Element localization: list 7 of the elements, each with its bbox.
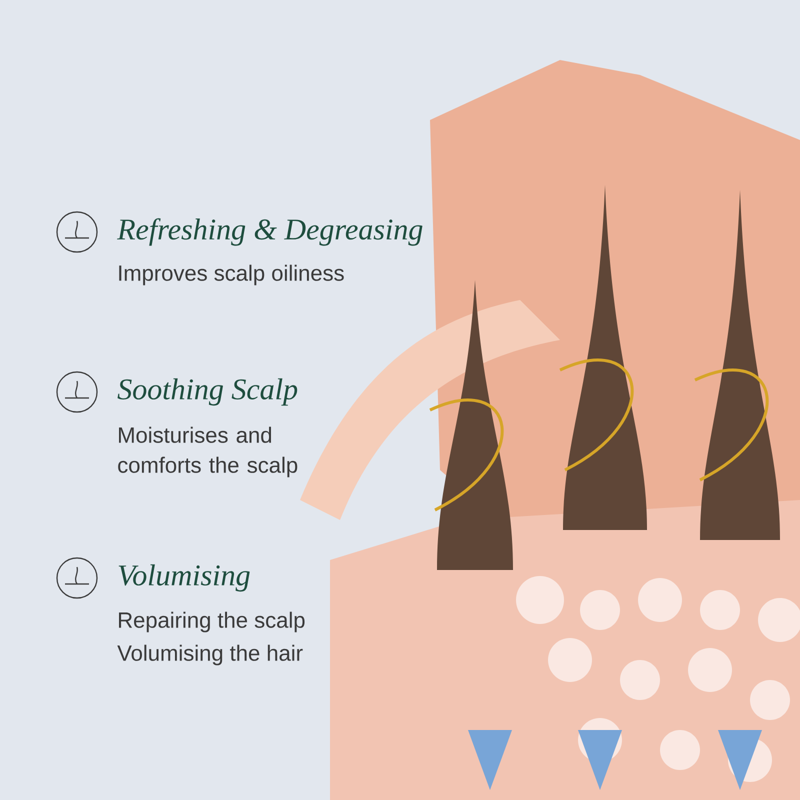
feature-description: Moisturises and comforts the scalp — [118, 426, 298, 478]
feature-heading: Soothing Scalp — [118, 378, 298, 406]
feature-heading: Volumising — [118, 564, 250, 592]
feature-description: Repairing the scalp — [119, 612, 305, 632]
feature-description: Volumising the hair — [117, 644, 303, 666]
feature-heading: Refreshing & Degreasing — [117, 218, 422, 246]
feature-description: Improves scalp oiliness — [119, 264, 344, 286]
